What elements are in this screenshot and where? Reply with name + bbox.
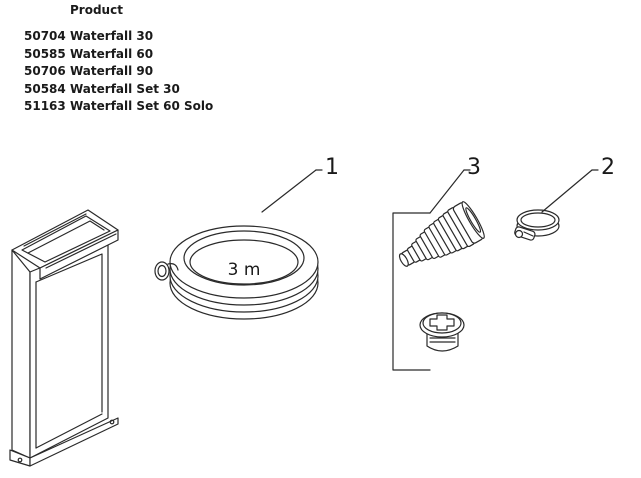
- product-column-header: Product: [70, 3, 123, 17]
- product-row: 50585 Waterfall 60: [24, 46, 213, 64]
- callout-3-number: 3: [467, 155, 481, 180]
- product-name: Waterfall 30: [70, 29, 154, 43]
- callout-3: 3: [429, 155, 481, 214]
- product-name: Waterfall 90: [70, 64, 154, 78]
- product-row: 50584 Waterfall Set 30: [24, 81, 213, 99]
- callout-1-number: 1: [325, 155, 339, 180]
- product-code: 50706: [24, 64, 66, 78]
- product-code: 51163: [24, 99, 66, 113]
- product-name: Waterfall 60: [70, 46, 154, 61]
- product-row: 50706 Waterfall 90: [24, 63, 213, 81]
- product-list: 50704 Waterfall 30 50585 Waterfall 60 50…: [24, 28, 213, 116]
- product-code: 50584: [24, 81, 66, 96]
- product-row: 51163 Waterfall Set 60 Solo: [24, 98, 213, 116]
- threaded-plug-drawing: [419, 312, 465, 352]
- product-name: Waterfall Set 30: [70, 81, 180, 96]
- hose-connector-drawing: [398, 201, 485, 267]
- parts-group-bracket: [392, 212, 431, 371]
- callout-2-number: 2: [601, 155, 615, 180]
- hose-clamp-drawing: [514, 209, 560, 241]
- hose-length-label: 3 m: [228, 260, 261, 280]
- hose-coil-drawing: 3 m: [154, 225, 319, 320]
- callout-1: 1: [261, 155, 339, 213]
- product-name: Waterfall Set 60 Solo: [70, 99, 214, 113]
- product-row: 50704 Waterfall 30: [24, 28, 213, 46]
- product-code: 50704: [24, 29, 66, 43]
- product-code: 50585: [24, 46, 66, 61]
- waterfall-unit-drawing: [9, 209, 119, 467]
- callout-2: 2: [541, 155, 615, 213]
